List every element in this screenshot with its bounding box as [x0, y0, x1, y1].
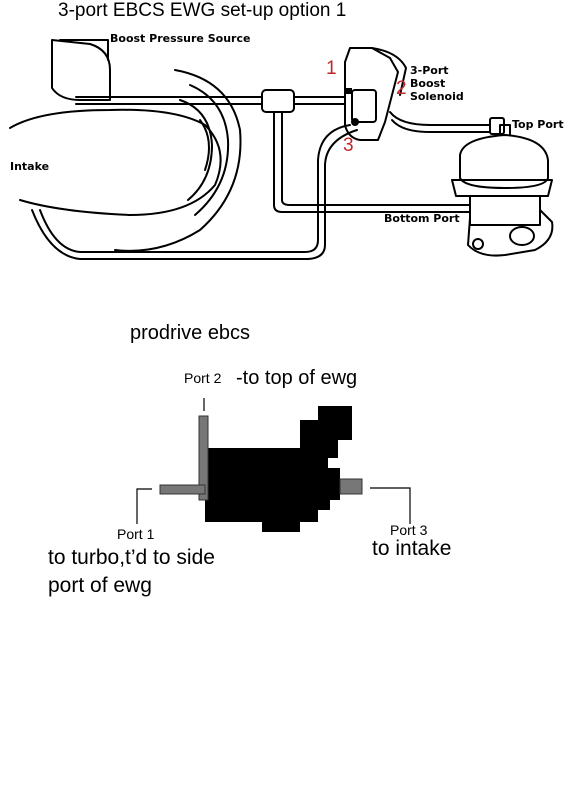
solenoid-label-line3: Solenoid [410, 90, 464, 103]
diagram-title: 3-port EBCS EWG set-up option 1 [58, 0, 347, 21]
port1-name: Port 1 [117, 526, 155, 542]
wastegate-dome [459, 134, 549, 189]
port1-stem [159, 484, 206, 495]
port1-description-line2: port of ewg [48, 574, 152, 597]
port-number-2: 2 [396, 78, 407, 99]
ebcs-solenoid-body [205, 406, 352, 532]
wastegate-flange [467, 209, 554, 257]
turbo-setup-diagram [9, 39, 554, 260]
port-number-3: 3 [343, 135, 354, 156]
solenoid-to-intake-line [31, 124, 358, 260]
port2-name: Port 2 [184, 370, 222, 386]
port1-description-line1: to turbo,t’d to side [48, 546, 215, 569]
solenoid-body [344, 47, 399, 141]
solenoid-label: 3-Port Boost Solenoid [410, 64, 464, 103]
compressor-outlet-pipe [51, 39, 111, 101]
intake-pipe [9, 108, 222, 216]
boost-line [75, 96, 263, 105]
port1-leader [136, 488, 152, 524]
port3-name: Port 3 [390, 522, 428, 538]
top-port-label: Top Port [512, 118, 564, 131]
solenoid-label-line1: 3-Port [410, 64, 449, 77]
port1-description: to turbo,t’d to side port of ewg [48, 544, 215, 600]
port3-stem [339, 478, 363, 495]
boost-pressure-source-label: Boost Pressure Source [110, 32, 251, 45]
tee-fitting [261, 89, 295, 113]
turbo-housing [114, 69, 242, 252]
port3-leader [370, 487, 411, 524]
port-number-1: 1 [326, 58, 337, 79]
port3-description: to intake [372, 537, 452, 560]
bottom-port-label: Bottom Port [384, 212, 460, 225]
tee-to-bottom-port-line [273, 111, 471, 213]
port2-description: -to top of ewg [236, 367, 358, 389]
ebcs-title: prodrive ebcs [130, 322, 251, 344]
solenoid-label-line2: Boost [410, 77, 446, 90]
port2-stem [198, 415, 209, 501]
intake-label: Intake [10, 160, 50, 173]
solenoid-to-top-port-line [389, 111, 491, 133]
